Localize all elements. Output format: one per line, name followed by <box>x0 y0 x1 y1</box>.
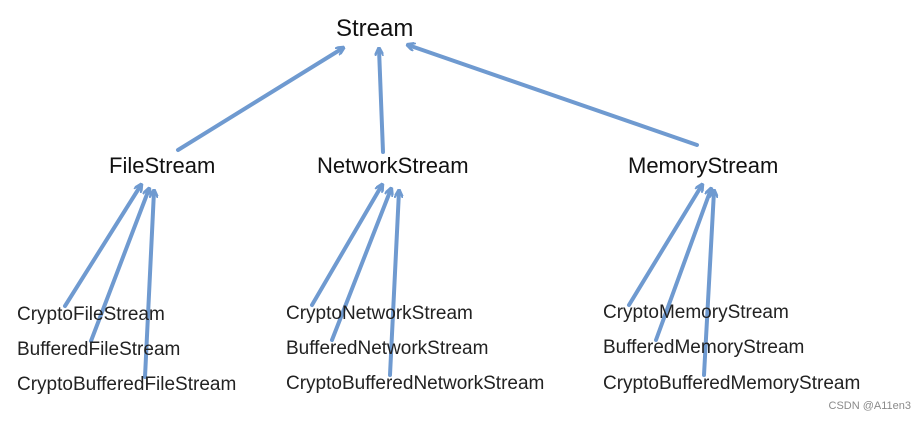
class-bufferedfilestream: BufferedFileStream <box>17 339 181 360</box>
arrow-networkstream-to-stream <box>379 49 385 154</box>
class-memorystream: MemoryStream <box>628 153 779 178</box>
class-cryptonetworkstream: CryptoNetworkStream <box>286 303 473 324</box>
class-cryptofilestream: CryptoFileStream <box>17 304 165 325</box>
class-bufferedmemorystream: BufferedMemoryStream <box>603 337 805 358</box>
arrow-cryptobufferedmemorystream-to-memorystream <box>702 191 714 377</box>
class-filestream: FileStream <box>109 153 216 178</box>
arrow-cryptobufferednetworkstream-to-networkstream <box>388 191 399 377</box>
arrow-memorystream-to-stream <box>408 45 699 147</box>
class-cryptobufferedfilestream: CryptoBufferedFileStream <box>17 374 237 395</box>
arrow-cryptomemorystream-to-memorystream <box>627 185 702 307</box>
arrow-filestream-to-stream <box>176 48 343 152</box>
class-networkstream: NetworkStream <box>317 153 469 178</box>
arrow-bufferedmemorystream-to-memorystream <box>654 189 711 342</box>
class-cryptomemorystream: CryptoMemoryStream <box>603 302 789 323</box>
arrow-bufferednetworkstream-to-networkstream <box>330 189 391 342</box>
class-cryptobufferednetworkstream: CryptoBufferedNetworkStream <box>286 373 545 394</box>
arrow-bufferedfilestream-to-filestream <box>89 189 149 343</box>
class-stream: Stream <box>336 15 414 42</box>
arrow-cryptofilestream-to-filestream <box>63 185 141 308</box>
class-cryptobufferedmemorystream: CryptoBufferedMemoryStream <box>603 373 861 394</box>
watermark: CSDN @A11en3 <box>828 400 912 412</box>
arrow-cryptonetworkstream-to-networkstream <box>310 185 382 307</box>
class-bufferednetworkstream: BufferedNetworkStream <box>286 338 489 359</box>
arrow-cryptobufferedfilestream-to-filestream <box>143 191 154 379</box>
